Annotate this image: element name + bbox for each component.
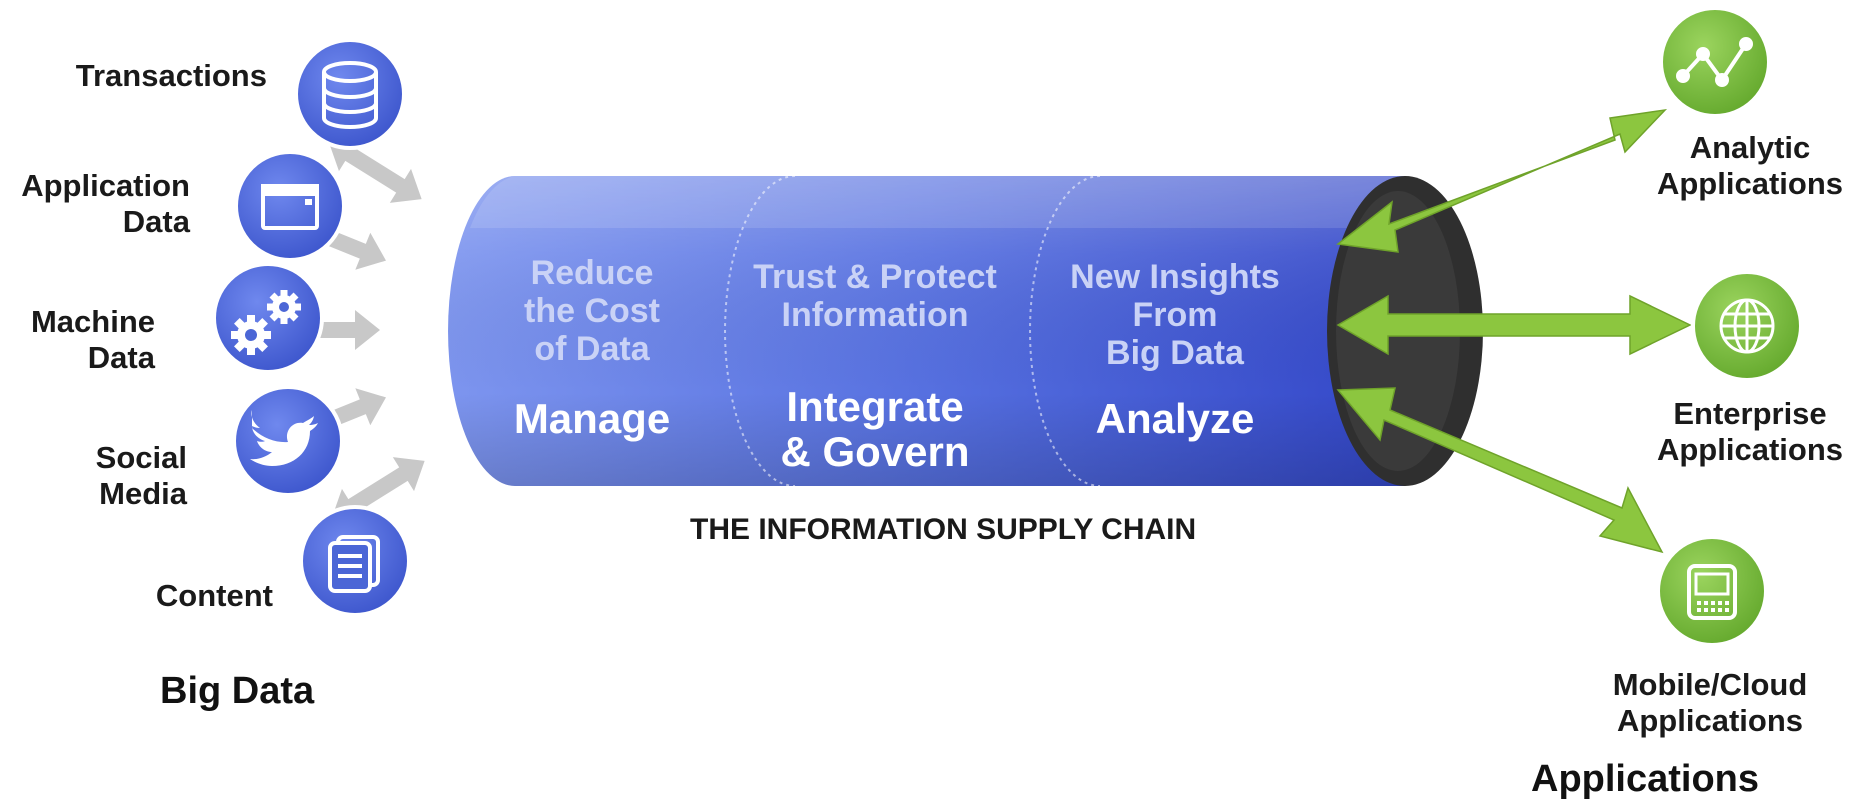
stage-heading-manage: Reduce the Cost of Data <box>502 254 682 368</box>
source-label-social-media: Social Media <box>96 440 187 512</box>
source-label-line: Machine <box>30 304 155 339</box>
app-label-mobile: Mobile/Cloud Applications <box>1610 667 1810 739</box>
source-label-machine-data: Machine Data <box>31 304 155 376</box>
app-node-analytic <box>1659 6 1771 118</box>
pipe-caption: THE INFORMATION SUPPLY CHAIN <box>690 513 1197 546</box>
source-label-line: Data <box>87 340 155 375</box>
source-label-line: Data <box>122 204 190 239</box>
source-label-line: Media <box>99 476 187 511</box>
browser-window-icon <box>261 184 319 230</box>
pipe-shine <box>448 176 1406 486</box>
gray-arrow-machine-data <box>270 310 380 350</box>
stage-heading-line: Reduce <box>530 254 654 292</box>
mobile-device-icon <box>1687 564 1737 620</box>
stage-verb-manage: Manage <box>502 396 682 441</box>
stage-verb-line: Manage <box>513 395 671 442</box>
source-node-social-media <box>232 385 344 497</box>
stage-heading-line: the Cost <box>524 292 660 330</box>
source-node-transactions <box>294 38 406 150</box>
stage-verb-integrate: Integrate & Govern <box>730 384 1020 474</box>
green-arrow-analytic <box>1336 108 1668 253</box>
stage-divider-2 <box>1029 175 1101 487</box>
pipe-top-highlight <box>470 176 1405 228</box>
line-chart-icon <box>1676 37 1753 87</box>
app-label-line: Applications <box>1656 432 1843 467</box>
green-arrow-mobile <box>1336 387 1664 554</box>
app-label-line: Mobile/Cloud <box>1612 667 1808 702</box>
app-label-enterprise: Enterprise Applications <box>1650 396 1850 468</box>
source-node-machine-data <box>212 262 324 374</box>
stage-heading-analyze: New Insights From Big Data <box>1055 258 1295 372</box>
source-label-application-data: Application Data <box>21 168 190 240</box>
green-arrow-enterprise <box>1336 294 1692 356</box>
stage-heading-integrate: Trust & Protect Information <box>730 258 1020 334</box>
source-label-line: Social <box>95 440 187 475</box>
stage-verb-line: Integrate <box>786 383 964 430</box>
app-label-line: Enterprise <box>1673 396 1827 431</box>
twitter-bird-icon <box>250 410 318 466</box>
stage-heading-line: New Insights <box>1070 258 1280 296</box>
app-label-analytic: Analytic Applications <box>1650 130 1850 202</box>
stage-heading-line: Information <box>781 296 969 334</box>
stage-heading-line: Big Data <box>1106 334 1244 372</box>
globe-icon <box>1719 298 1775 354</box>
stage-heading-line: From <box>1132 296 1218 334</box>
source-node-application-data <box>234 150 346 262</box>
stage-divider-1 <box>724 175 796 487</box>
app-label-line: Analytic <box>1689 130 1811 165</box>
stage-heading-line: of Data <box>534 330 650 368</box>
database-icon <box>322 61 378 129</box>
application-circles <box>1656 6 1803 647</box>
applications-title: Applications <box>1531 758 1760 800</box>
source-circles <box>212 38 411 617</box>
source-label-content: Content <box>156 578 273 614</box>
source-label-line: Transactions <box>75 58 267 93</box>
stage-verb-analyze: Analyze <box>1055 396 1295 441</box>
app-label-line: Applications <box>1656 166 1843 201</box>
source-label-line: Application <box>21 168 190 203</box>
source-node-content <box>299 505 411 617</box>
source-label-transactions: Transactions <box>76 58 267 94</box>
stage-verb-line: & Govern <box>780 428 970 475</box>
big-data-title: Big Data <box>160 670 315 712</box>
gears-icon <box>231 290 301 355</box>
gray-arrow-transactions <box>328 137 422 203</box>
stage-heading-line: Trust & Protect <box>753 258 997 296</box>
app-label-line: Applications <box>1616 703 1803 738</box>
app-node-enterprise <box>1691 270 1803 382</box>
documents-icon <box>328 535 380 593</box>
app-node-mobile <box>1656 535 1768 647</box>
stage-verb-line: Analyze <box>1095 395 1255 442</box>
source-label-line: Content <box>155 578 273 613</box>
application-arrows <box>1336 108 1692 554</box>
